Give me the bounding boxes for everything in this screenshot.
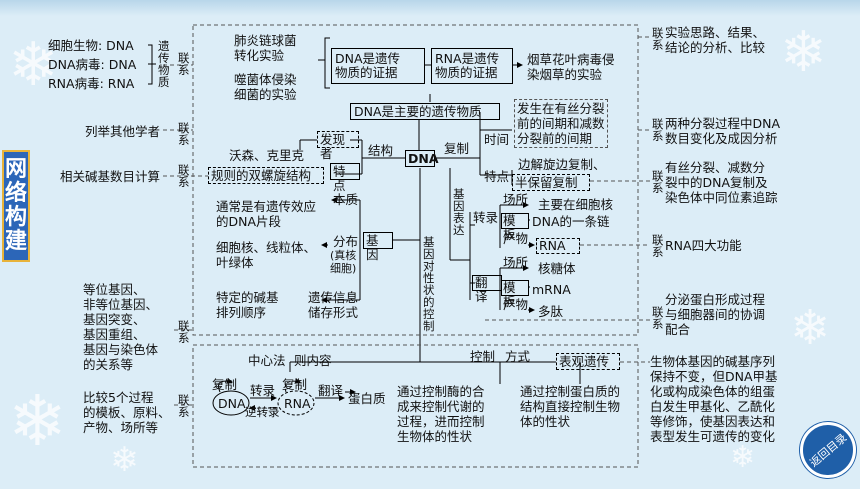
snowflake-icon: ❄ (730, 440, 756, 475)
ribosome: 核糖体 (538, 261, 576, 276)
semi-conservative-box: 半保留复制 (512, 174, 590, 191)
right-note-division: 两种分裂过程中DNA 数目变化及成因分析 (665, 116, 781, 146)
polypeptide: 多肽 (538, 304, 564, 319)
product-label: 产物 (503, 297, 529, 312)
enzyme-control-desc: 通过控制酶的合 成来控制代谢的 过程，进而控制 生物体的性状 (397, 384, 485, 444)
right-note-rna-functions: RNA四大功能 (665, 238, 742, 253)
dogma-rna: RNA (284, 396, 311, 411)
link-label: 联系 (178, 121, 190, 147)
replication-time: 发生在有丝分裂 前的间期和减数 分裂前的间期 (514, 99, 608, 148)
snowflake-icon: ❄ (110, 440, 139, 480)
watson-crick: 沃森、克里克 (229, 148, 305, 163)
rna-virus-rna: RNA病毒: RNA (48, 76, 135, 91)
rna-evidence-box: RNA是遗传 物质的证据 (431, 48, 513, 84)
gene-relations-note: 等位基因、 非等位基因、 基因突变、 基因重组、 基因与染色体 的关系等 (83, 282, 159, 372)
snowflake-icon: ❄ (8, 30, 59, 100)
right-note-secretory: 分泌蛋白形成过程 与细胞器间的协调 配合 (665, 292, 766, 337)
essence-label: 本质 (333, 192, 359, 207)
dogma-translation: 翻译 (318, 383, 344, 398)
title-char: 网 (4, 157, 27, 182)
unwind-replicate: 边解旋边复制、 (518, 157, 606, 172)
title-char: 构 (4, 205, 27, 230)
section-title-network: 网 络 构 建 (2, 150, 30, 262)
dna-virus-dna: DNA病毒: DNA (48, 57, 137, 72)
dna-evidence-box: DNA是遗传 物质的证据 (331, 48, 425, 84)
gene-box: 基因 (363, 232, 393, 262)
link-label: 联系 (652, 233, 664, 259)
dogma-replication-rna: 复制 (282, 377, 308, 392)
link-label: 联系 (652, 26, 664, 52)
double-helix-box: 规则的双螺旋结构 (208, 167, 324, 184)
structure-label: 结构 (368, 143, 394, 158)
dna-one-strand: DNA的一条链 (532, 214, 610, 229)
phage-experiment: 噬菌体侵染 细菌的实验 (234, 72, 297, 102)
link-label: 联系 (178, 51, 190, 77)
features-box: 特点 (330, 163, 360, 193)
top-bar (0, 0, 860, 16)
distribution-note: (真核 细胞) (330, 249, 357, 275)
cell-organism-dna: 细胞生物: DNA (48, 38, 134, 53)
scientists-note: 列举其他学者 (85, 124, 161, 139)
mainly-nucleus: 主要在细胞核 (538, 197, 614, 212)
central-dogma-label-2: 则内容 (294, 353, 332, 368)
link-label: 联系 (178, 319, 190, 345)
template-label: 模板 (501, 280, 529, 309)
link-label: 联系 (178, 163, 190, 189)
dogma-replication: 复制 (212, 377, 238, 392)
replication-label: 复制 (444, 141, 470, 156)
link-label: 联系 (652, 117, 664, 143)
discoverer-box: 发现者 (317, 131, 359, 161)
info-storage: 遗传信息 储存形式 (308, 290, 359, 320)
control-label: 控制 (470, 349, 496, 364)
dogma-transcription: 转录 (250, 383, 276, 398)
pneumonia-experiment: 肺炎链球菌 转化实验 (234, 33, 297, 63)
compare-note: 比较5个过程 的模板、原料、 产物、场所等 (83, 390, 171, 435)
dna-main-genetic-material: DNA是主要的遗传物质 (350, 103, 500, 120)
place-label: 场所 (503, 255, 529, 270)
base-sequence: 特定的碱基 排列顺序 (216, 290, 279, 320)
title-char: 络 (4, 181, 27, 206)
gene-definition: 通常是有遗传效应 的DNA片段 (216, 199, 317, 229)
product-label: 产物 (503, 231, 529, 246)
translation-box: 翻译 (472, 275, 502, 304)
central-dogma-label: 中心法 (248, 353, 286, 368)
link-label: 联系 (652, 305, 664, 331)
place-label: 场所 (503, 192, 529, 207)
replication-features-label: 特点 (484, 169, 510, 184)
snowflake-icon: ❄ (780, 20, 827, 85)
genetic-material-label: 遗传物质 (158, 39, 170, 89)
link-label: 联系 (178, 393, 190, 419)
rna-box: RNA (536, 238, 580, 254)
title-char: 建 (4, 229, 27, 254)
transcription-label: 转录 (473, 210, 499, 225)
dogma-protein: 蛋白质 (348, 391, 386, 406)
right-note-experiment: 实验思路、结果、 结论的分析、比较 (665, 25, 766, 55)
base-calculation-note: 相关碱基数目计算 (60, 169, 161, 184)
gene-trait-control-label: 基因对性状的控制 (423, 235, 435, 333)
gene-expression-label: 基因表达 (453, 187, 465, 237)
snowflake-icon: ❄ (790, 300, 831, 356)
template-label: 模板 (501, 213, 529, 242)
method-label: 方式 (505, 349, 531, 364)
time-label: 时间 (484, 132, 510, 147)
epigenetics-box: 表观遗传 (556, 353, 620, 370)
dogma-dna: DNA (218, 396, 246, 411)
mrna: mRNA (532, 282, 571, 297)
distribution-label: 分布 (333, 234, 359, 249)
right-note-epigenetic: 生物体基因的碱基序列 保持不变，但DNA甲基 化或构成染色体的组蛋 白发生甲基化… (650, 354, 778, 444)
dna-center-box: DNA (405, 150, 439, 167)
link-label: 联系 (652, 169, 664, 195)
dogma-reverse: 逆转录 (245, 405, 280, 419)
tmv-experiment: 烟草花叶病毒侵 染烟草的实验 (527, 52, 615, 82)
right-note-isotope: 有丝分裂、减数分 裂中的DNA复制及 染色体中同位素追踪 (665, 160, 778, 205)
snowflake-icon: ❄ (8, 380, 67, 462)
protein-control-desc: 通过控制蛋白质的 结构直接控制生物 体的性状 (520, 384, 621, 429)
gene-location: 细胞核、线粒体、 叶绿体 (216, 240, 317, 270)
